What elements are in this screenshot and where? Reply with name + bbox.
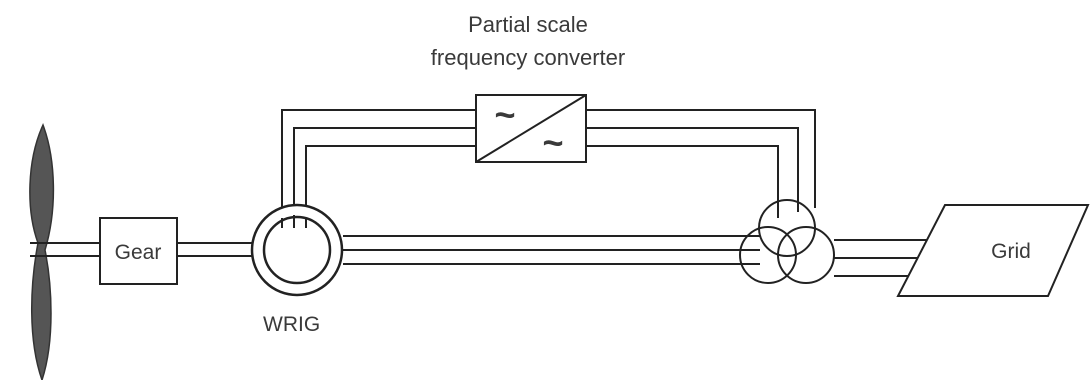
converter-ac-symbol-in: ~ [494,94,515,135]
transformer-icon [739,199,835,284]
generator-label: WRIG [263,313,320,336]
grid-box [896,204,1090,297]
grid-label: Grid [991,240,1031,263]
generator-wrig [250,203,344,297]
grid-connection-lines [834,239,930,277]
turbine-shaft [30,242,100,257]
gear-shaft [177,242,252,257]
converter-title-line2: frequency converter [431,45,625,70]
converter-divider [475,94,587,163]
stator-lines [343,235,760,265]
rotor-blade-icon [29,123,55,380]
rotor-lines [281,109,476,228]
converter-title-line1: Partial scale [468,12,588,37]
gear-box [99,217,178,285]
rotor-lines-inner [281,215,307,228]
converter-ac-symbol-out: ~ [542,122,563,163]
converter-to-transformer-lines [586,109,816,218]
gear-label: Gear [115,241,162,264]
